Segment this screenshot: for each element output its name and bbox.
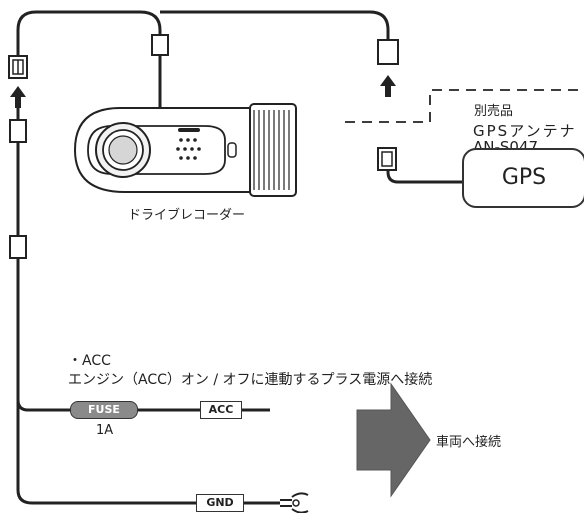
left-mid-connector [9,119,27,143]
gps-socket-connector [377,39,399,65]
gps-antenna-box: GPS [462,148,584,208]
gps-box-label: GPS [501,165,547,190]
ground-ring-terminal [280,492,309,513]
gnd-tag: GND [196,494,244,512]
vehicle-arrow-icon [356,382,431,498]
left-low-connector [9,235,27,259]
acc-bullet: ・ACC [68,353,111,369]
device-label: ドライブレコーダー [128,208,246,223]
gps-product-name: GPSアンテナ [473,122,577,140]
vehicle-connect-label: 車両へ接続 [436,435,502,450]
acc-description: エンジン（ACC）オン / オフに連動するプラス電源へ接続 [68,372,433,388]
gps-plug [377,147,397,171]
optional-boundary [345,89,584,123]
fuse-rating: 1A [96,423,114,438]
fuse-badge: FUSE [70,401,138,419]
left-up-arrow [10,86,26,108]
top-cable-connector [151,34,169,56]
gps-up-arrow [380,75,396,97]
optional-item-label: 別売品 [474,104,514,119]
acc-tag: ACC [200,401,242,419]
left-top-connector [8,55,28,79]
drive-recorder-device [73,103,297,197]
